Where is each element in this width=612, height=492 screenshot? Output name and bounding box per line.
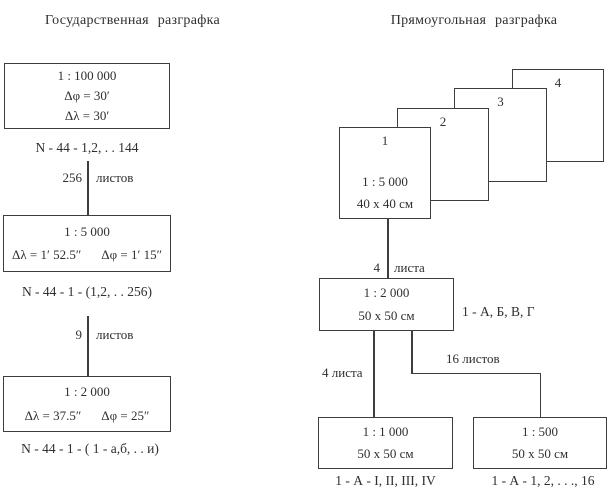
rect-box-2000-scale: 1 : 2 000 bbox=[363, 285, 410, 301]
connector-line-5000-to-2000-rect bbox=[387, 219, 389, 278]
rect-sheet-2-number: 2 bbox=[439, 114, 447, 129]
rect-box-1000-scale: 1 : 1 000 bbox=[362, 424, 409, 439]
state-box-100000-scale: 1 : 100 000 bbox=[57, 68, 117, 83]
state-box-2000-delta-lambda: Δλ = 37.5″ bbox=[24, 407, 82, 423]
state-box-100000: 1 : 100 000 Δφ = 30′ Δλ = 30′ bbox=[4, 63, 170, 129]
state-box-2000-caption: N - 44 - 1 - ( 1 - а,б, . . и) bbox=[21, 441, 159, 456]
state-box-2000-scale: 1 : 2 000 bbox=[64, 384, 110, 400]
rect-box-500-size: 50 х 50 см bbox=[511, 446, 569, 461]
branch-line-right-horizontal bbox=[411, 372, 541, 374]
connector-word-listov-2: листов bbox=[96, 327, 134, 342]
rect-box-500: 1 : 500 50 х 50 см bbox=[473, 417, 607, 469]
rect-sheet-1-size: 40 х 40 см bbox=[356, 196, 414, 211]
rect-sheet-3-number: 3 bbox=[497, 94, 504, 109]
connector-count-4: 4 bbox=[373, 260, 381, 275]
rect-sheet-1: 1 1 : 5 000 40 х 40 см bbox=[339, 127, 431, 219]
state-box-5000-delta-phi: Δφ = 1′ 15″ bbox=[101, 247, 162, 263]
rect-sheet-4-number: 4 bbox=[554, 75, 562, 90]
state-box-2000-delta-phi: Δφ = 25″ bbox=[101, 407, 150, 423]
rect-sheet-1-scale: 1 : 5 000 bbox=[362, 174, 408, 189]
rect-box-2000-size: 50 х 50 см bbox=[358, 307, 415, 323]
state-box-5000-caption: N - 44 - 1 - (1,2, . . 256) bbox=[21, 284, 153, 299]
right-column-title: Прямоугольная разграфка bbox=[390, 13, 558, 28]
rect-box-1000-caption: 1 - А - I, II, III, IV bbox=[335, 473, 436, 488]
connector-line-100000-to-5000 bbox=[87, 161, 89, 215]
connector-count-256: 256 bbox=[62, 170, 83, 185]
state-box-100000-caption: N - 44 - 1,2, . . 144 bbox=[35, 140, 139, 155]
rect-box-1000-size: 50 х 50 см bbox=[357, 446, 414, 461]
branch-line-left-vertical bbox=[373, 331, 375, 417]
rect-box-500-caption: 1 - А - 1, 2, . . ., 16 bbox=[491, 473, 595, 488]
state-box-2000: 1 : 2 000 Δλ = 37.5″ Δφ = 25″ bbox=[3, 376, 171, 432]
rect-box-2000: 1 : 2 000 50 х 50 см bbox=[319, 278, 454, 331]
branch-label-4-lista: 4 листа bbox=[322, 365, 363, 380]
branch-label-16-listov: 16 листов bbox=[446, 351, 500, 366]
connector-word-listov-1: листов bbox=[96, 170, 134, 185]
state-box-5000-scale: 1 : 5 000 bbox=[64, 223, 110, 239]
rect-box-1000: 1 : 1 000 50 х 50 см bbox=[318, 417, 453, 469]
state-box-2000-deltas: Δλ = 37.5″ Δφ = 25″ bbox=[4, 408, 170, 424]
branch-line-right-vertical-upper bbox=[411, 331, 413, 374]
rect-sheet-1-number: 1 bbox=[381, 133, 389, 148]
state-box-5000-delta-lambda: Δλ = 1′ 52.5″ bbox=[12, 247, 82, 263]
connector-line-5000-to-2000 bbox=[87, 316, 89, 376]
connector-word-lista-1: листа bbox=[394, 260, 425, 275]
state-box-5000: 1 : 5 000 Δλ = 1′ 52.5″ Δφ = 1′ 15″ bbox=[3, 215, 171, 272]
state-box-5000-deltas: Δλ = 1′ 52.5″ Δφ = 1′ 15″ bbox=[4, 247, 170, 263]
branch-line-right-vertical-lower bbox=[539, 372, 541, 418]
state-box-100000-delta-lambda: Δλ = 30′ bbox=[64, 108, 110, 123]
left-column-title: Государственная разграфка bbox=[45, 13, 220, 28]
state-box-100000-delta-phi: Δφ = 30′ bbox=[64, 88, 110, 103]
rect-box-2000-sheets-label: 1 - А, Б, В, Г bbox=[462, 304, 535, 319]
connector-count-9: 9 bbox=[75, 327, 83, 342]
rect-box-500-scale: 1 : 500 bbox=[521, 424, 559, 439]
